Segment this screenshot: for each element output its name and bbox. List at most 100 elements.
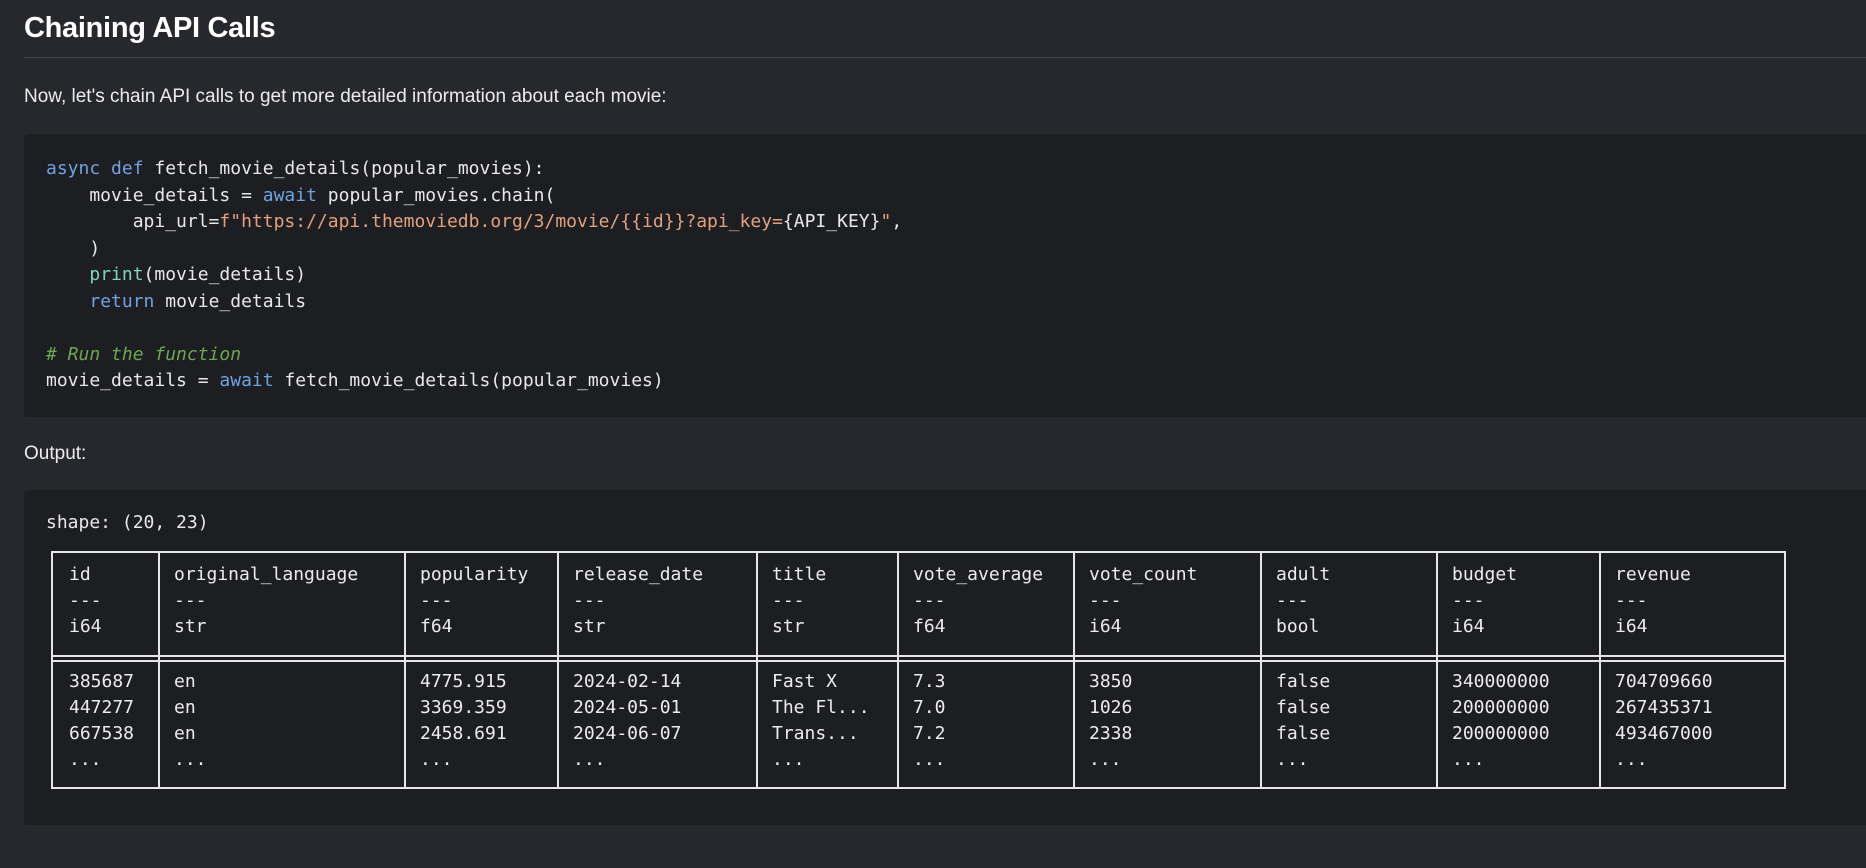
output-block[interactable]: shape: (20, 23) id --- i64 385687 447277 6675… [24, 490, 1866, 825]
table-cell: 340000000 [1452, 671, 1550, 692]
code-keyword: await [219, 370, 274, 391]
table-cell: 3850 [1089, 671, 1133, 692]
column-separator: --- [1089, 590, 1122, 611]
code-block[interactable]: async def fetch_movie_details(popular_mo… [24, 134, 1866, 417]
code-text: fetch_movie_details(popular_movies) [273, 370, 664, 391]
table-cell: false [1276, 671, 1331, 692]
column-header: adult [1276, 564, 1331, 585]
dataframe-table: id --- i64 385687 447277 667538... original_la… [51, 551, 1786, 789]
code-content: async def fetch_movie_details(popular_mo… [46, 156, 902, 395]
code-string: f"https://api.themoviedb.org/3/movie/{{i… [219, 211, 783, 232]
column-vote_average: vote_average --- f64 7.3 7.0 7.2... [897, 553, 1075, 787]
column-dtype: str [772, 616, 805, 637]
table-cell: ... [913, 749, 946, 770]
table-cell: ... [1615, 749, 1648, 770]
table-cell: en [174, 723, 196, 744]
table-cell: ... [1089, 749, 1122, 770]
title-divider [24, 57, 1866, 58]
column-popularity: popularity --- f64 4775.915 3369.359 2458.691… [404, 553, 559, 787]
code-keyword: await [262, 184, 317, 206]
table-cell: 2338 [1089, 723, 1133, 744]
table-cell: 385687 [69, 671, 135, 692]
column-dtype: f64 [913, 616, 946, 637]
table-cell: 1026 [1089, 697, 1133, 718]
code-text [46, 291, 89, 312]
code-text: {API_KEY} [782, 211, 881, 232]
column-header: vote_count [1089, 564, 1198, 585]
table-cell: 3369.359 [420, 697, 507, 718]
column-separator: --- [573, 590, 606, 611]
code-text: , [891, 211, 903, 232]
code-text: movie_details = [46, 370, 220, 391]
column-dtype: i64 [1615, 616, 1648, 637]
code-keyword: return [89, 290, 155, 312]
table-cell: 200000000 [1452, 697, 1550, 718]
column-dtype: bool [1276, 616, 1320, 637]
table-cell: ... [420, 749, 453, 770]
table-cell: 7.2 [913, 723, 946, 744]
column-separator: --- [1276, 590, 1309, 611]
column-header: popularity [420, 564, 529, 585]
column-dtype: i64 [1452, 616, 1485, 637]
code-text: (movie_details) [143, 264, 307, 285]
table-cell: ... [1452, 749, 1485, 770]
table-cell: ... [573, 749, 606, 770]
column-revenue: revenue --- i64 704709660 267435371 493467000… [1599, 553, 1784, 787]
code-text: fetch_movie_details(popular_movies): [143, 158, 545, 179]
column-separator: --- [69, 590, 102, 611]
column-separator: --- [772, 590, 805, 611]
column-id: id --- i64 385687 447277 667538... [53, 553, 160, 787]
column-header: release_date [573, 564, 704, 585]
code-text: movie_details [154, 290, 307, 312]
column-header: id [69, 564, 91, 585]
table-cell: 667538 [69, 723, 135, 744]
table-cell: Fast X [772, 671, 838, 692]
section-title: Chaining API Calls [24, 12, 276, 44]
column-header: original_language [174, 564, 359, 585]
code-text: popular_movies.chain( [316, 184, 556, 206]
table-cell: 7.3 [913, 671, 946, 692]
column-vote_count: vote_count --- i64 3850 1026 2338... [1073, 553, 1262, 787]
column-dtype: i64 [1089, 616, 1122, 637]
header-separator [53, 655, 1784, 662]
table-cell: 4775.915 [420, 671, 507, 692]
dataframe-shape: shape: (20, 23) [46, 512, 209, 533]
code-keyword: async [46, 158, 101, 179]
table-cell: 267435371 [1615, 697, 1713, 718]
table-cell: 704709660 [1615, 671, 1713, 692]
code-comment: # Run the function [46, 343, 242, 365]
column-header: budget [1452, 564, 1518, 585]
table-cell: ... [1276, 749, 1309, 770]
column-separator: --- [420, 590, 453, 611]
table-cell: 7.0 [913, 697, 946, 718]
table-cell: 2458.691 [420, 723, 507, 744]
table-cell: en [174, 671, 196, 692]
column-separator: --- [1452, 590, 1485, 611]
table-cell: 493467000 [1615, 723, 1713, 744]
column-header: revenue [1615, 564, 1691, 585]
code-text [46, 264, 89, 285]
table-cell: ... [174, 749, 207, 770]
table-cell: 2024-05-01 [573, 697, 682, 718]
column-dtype: i64 [69, 616, 102, 637]
column-separator: --- [174, 590, 207, 611]
column-header: title [772, 564, 827, 585]
column-dtype: f64 [420, 616, 453, 637]
table-cell: ... [772, 749, 805, 770]
table-cell: The Fl... [772, 697, 870, 718]
table-cell: en [174, 697, 196, 718]
table-cell: 447277 [69, 697, 135, 718]
table-cell: 2024-06-07 [573, 723, 682, 744]
output-label: Output: [24, 443, 87, 464]
column-header: vote_average [913, 564, 1044, 585]
column-separator: --- [1615, 590, 1648, 611]
table-cell: ... [69, 749, 102, 770]
column-separator: --- [913, 590, 946, 611]
table-cell: 2024-02-14 [573, 671, 682, 692]
code-keyword: def [111, 158, 144, 179]
